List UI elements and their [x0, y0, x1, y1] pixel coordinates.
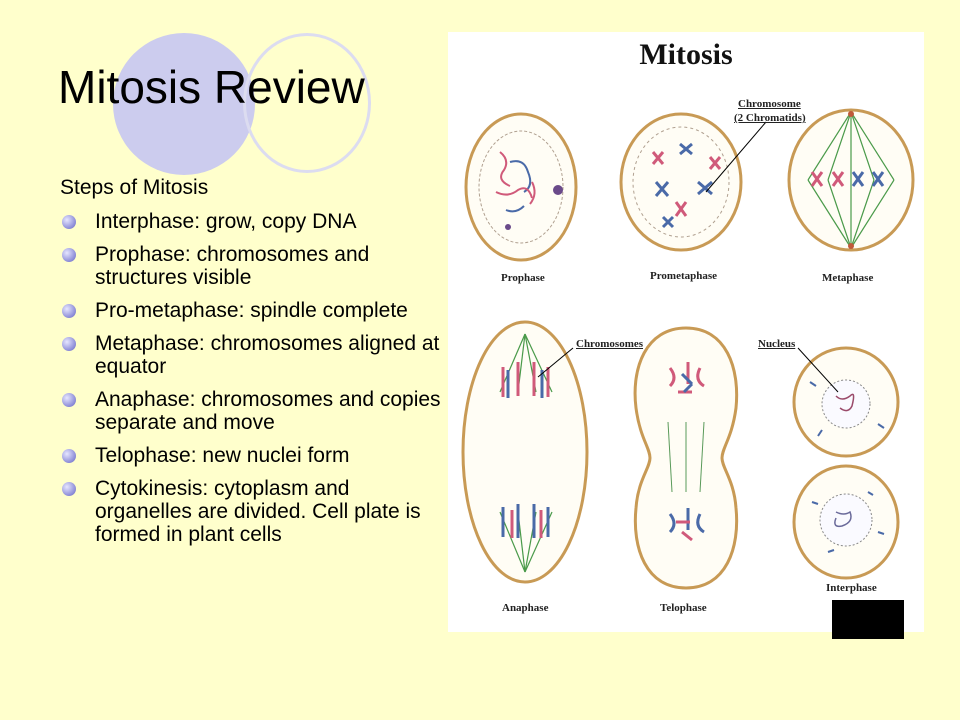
- bullet-item: Telophase: new nuclei form: [60, 444, 452, 467]
- bullet-text: Telophase: new nuclei form: [95, 444, 350, 467]
- interphase-cell-bottom: [792, 464, 900, 580]
- nucleus-callout-label: Nucleus: [758, 338, 796, 350]
- diagram-title: Mitosis: [639, 38, 733, 71]
- interphase-cell-top: [792, 346, 900, 458]
- bullet-icon: [62, 449, 76, 463]
- bullet-item: Pro-metaphase: spindle complete: [60, 299, 452, 322]
- bullet-icon: [62, 215, 76, 229]
- bullet-item: Metaphase: chromosomes aligned at equato…: [60, 332, 452, 378]
- label-prophase: Prophase: [501, 272, 545, 284]
- bullet-item: Prophase: chromosomes and structures vis…: [60, 243, 452, 289]
- telophase-cell: [633, 326, 739, 590]
- bullet-item: Interphase: grow, copy DNA: [60, 210, 452, 233]
- anaphase-cell: [461, 320, 589, 584]
- chromosomes-callout-label: Chromosomes: [576, 338, 644, 350]
- bullet-icon: [62, 337, 76, 351]
- decorative-circle-outline: [243, 33, 371, 173]
- chromosomes-callout-line: [537, 347, 574, 378]
- bullet-icon: [62, 393, 76, 407]
- bullet-icon: [62, 248, 76, 262]
- slide-title: Mitosis Review: [58, 61, 365, 113]
- decorative-circle-filled: [113, 33, 255, 175]
- chromosome-callout-label: Chromosome: [738, 98, 801, 110]
- chromatids-callout-label: (2 Chromatids): [734, 112, 806, 124]
- label-anaphase: Anaphase: [502, 602, 549, 614]
- mitosis-diagram-art: [461, 108, 915, 590]
- bullet-text: Pro-metaphase: spindle complete: [95, 299, 408, 322]
- label-metaphase: Metaphase: [822, 272, 874, 284]
- bullet-text: Cytokinesis: cytoplasm and organelles ar…: [95, 477, 421, 546]
- mitosis-diagram: Mitosis Chromosome (2 Chromatids) Chromo…: [448, 32, 924, 632]
- bullet-item: Anaphase: chromosomes and copies separat…: [60, 388, 452, 434]
- bullet-icon: [62, 482, 76, 496]
- slide-subtitle: Steps of Mitosis: [60, 176, 209, 199]
- bullet-list: Interphase: grow, copy DNA Prophase: chr…: [60, 210, 452, 556]
- label-telophase: Telophase: [660, 602, 707, 614]
- nucleus-callout-line: [797, 347, 839, 393]
- prophase-cell: [464, 112, 578, 262]
- label-interphase: Interphase: [826, 582, 877, 594]
- label-prometaphase: Prometaphase: [650, 270, 718, 282]
- bullet-text: Anaphase: chromosomes and copies separat…: [95, 388, 441, 434]
- black-redaction-box: [832, 600, 904, 639]
- chromosome-callout-line: [705, 121, 767, 193]
- metaphase-cell: [787, 108, 915, 252]
- bullet-icon: [62, 304, 76, 318]
- prometaphase-cell: [619, 112, 743, 252]
- bullet-text: Prophase: chromosomes and structures vis…: [95, 243, 370, 289]
- bullet-item: Cytokinesis: cytoplasm and organelles ar…: [60, 477, 452, 546]
- bullet-text: Metaphase: chromosomes aligned at equato…: [95, 332, 440, 378]
- bullet-text: Interphase: grow, copy DNA: [95, 210, 357, 233]
